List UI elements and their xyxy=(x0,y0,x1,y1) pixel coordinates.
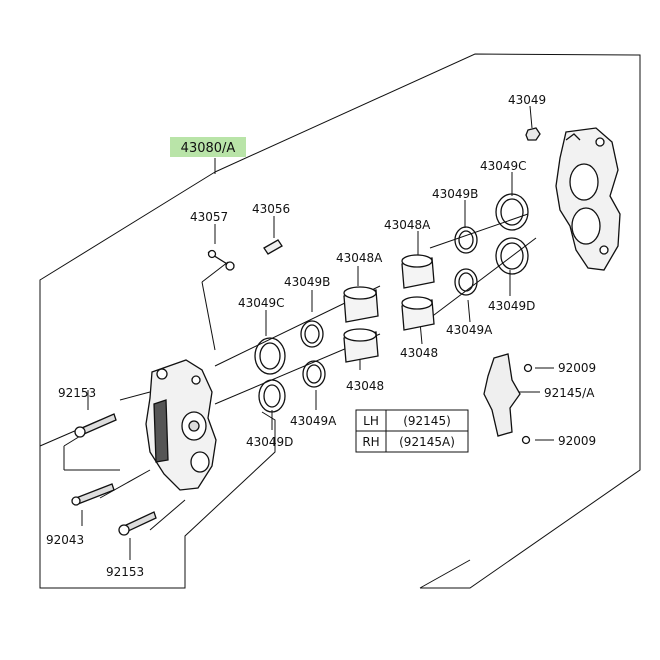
main-part-number: 43080/A xyxy=(181,141,236,156)
label-92009-top: 92009 xyxy=(558,361,596,375)
side-table: LH (92145) RH (92145A) xyxy=(355,409,469,453)
table-row-rh-part: (92145A) xyxy=(399,435,455,449)
label-43049a-right: 43049A xyxy=(446,323,493,337)
right-caliper-body xyxy=(555,127,621,271)
left-caliper-body xyxy=(145,359,217,491)
bleeder-cap xyxy=(263,239,283,255)
label-92043: 92043 xyxy=(46,533,84,547)
label-43048a-right: 43048A xyxy=(384,218,431,232)
table-row-rh-side: RH xyxy=(362,435,379,449)
label-92153-bottom: 92153 xyxy=(106,565,144,579)
label-43057: 43057 xyxy=(190,210,228,224)
label-43049d-right: 43049D xyxy=(488,299,535,313)
bleeder-nut xyxy=(525,127,541,141)
label-92009-bottom: 92009 xyxy=(558,434,596,448)
pad-spring-bracket xyxy=(483,353,533,445)
main-part-label[interactable]: 43080/A xyxy=(170,137,246,157)
label-43048-right: 43048 xyxy=(400,346,438,360)
caliper-bolt-lower xyxy=(118,511,157,536)
joint-bolt xyxy=(71,483,115,506)
label-43049c-left: 43049C xyxy=(238,296,285,310)
table-row-lh-part: (92145) xyxy=(403,414,451,428)
left-seal-rings xyxy=(254,320,326,413)
assembly-outline xyxy=(39,53,641,589)
label-43049d-left: 43049D xyxy=(246,435,293,449)
label-43048-left: 43048 xyxy=(346,379,384,393)
label-43049b-left: 43049B xyxy=(284,275,330,289)
label-92153-top: 92153 xyxy=(58,386,96,400)
left-pistons xyxy=(343,286,379,363)
label-43049a-left: 43049A xyxy=(290,414,337,428)
label-43049-top: 43049 xyxy=(508,93,546,107)
main-part-highlight xyxy=(170,137,246,157)
caliper-bolt-upper xyxy=(74,413,117,438)
label-43049b-right: 43049B xyxy=(432,187,478,201)
label-43048a-left: 43048A xyxy=(336,251,383,265)
label-92145a: 92145/A xyxy=(544,386,595,400)
right-pistons xyxy=(401,254,435,331)
bleeder-valve xyxy=(207,249,235,271)
label-43056: 43056 xyxy=(252,202,290,216)
part-labels: 43049 43049C 43049B 43048A 43049D 43049A… xyxy=(46,93,596,579)
label-43049c-right: 43049C xyxy=(480,159,527,173)
table-row-lh-side: LH xyxy=(363,414,379,428)
right-seal-rings xyxy=(454,193,529,296)
